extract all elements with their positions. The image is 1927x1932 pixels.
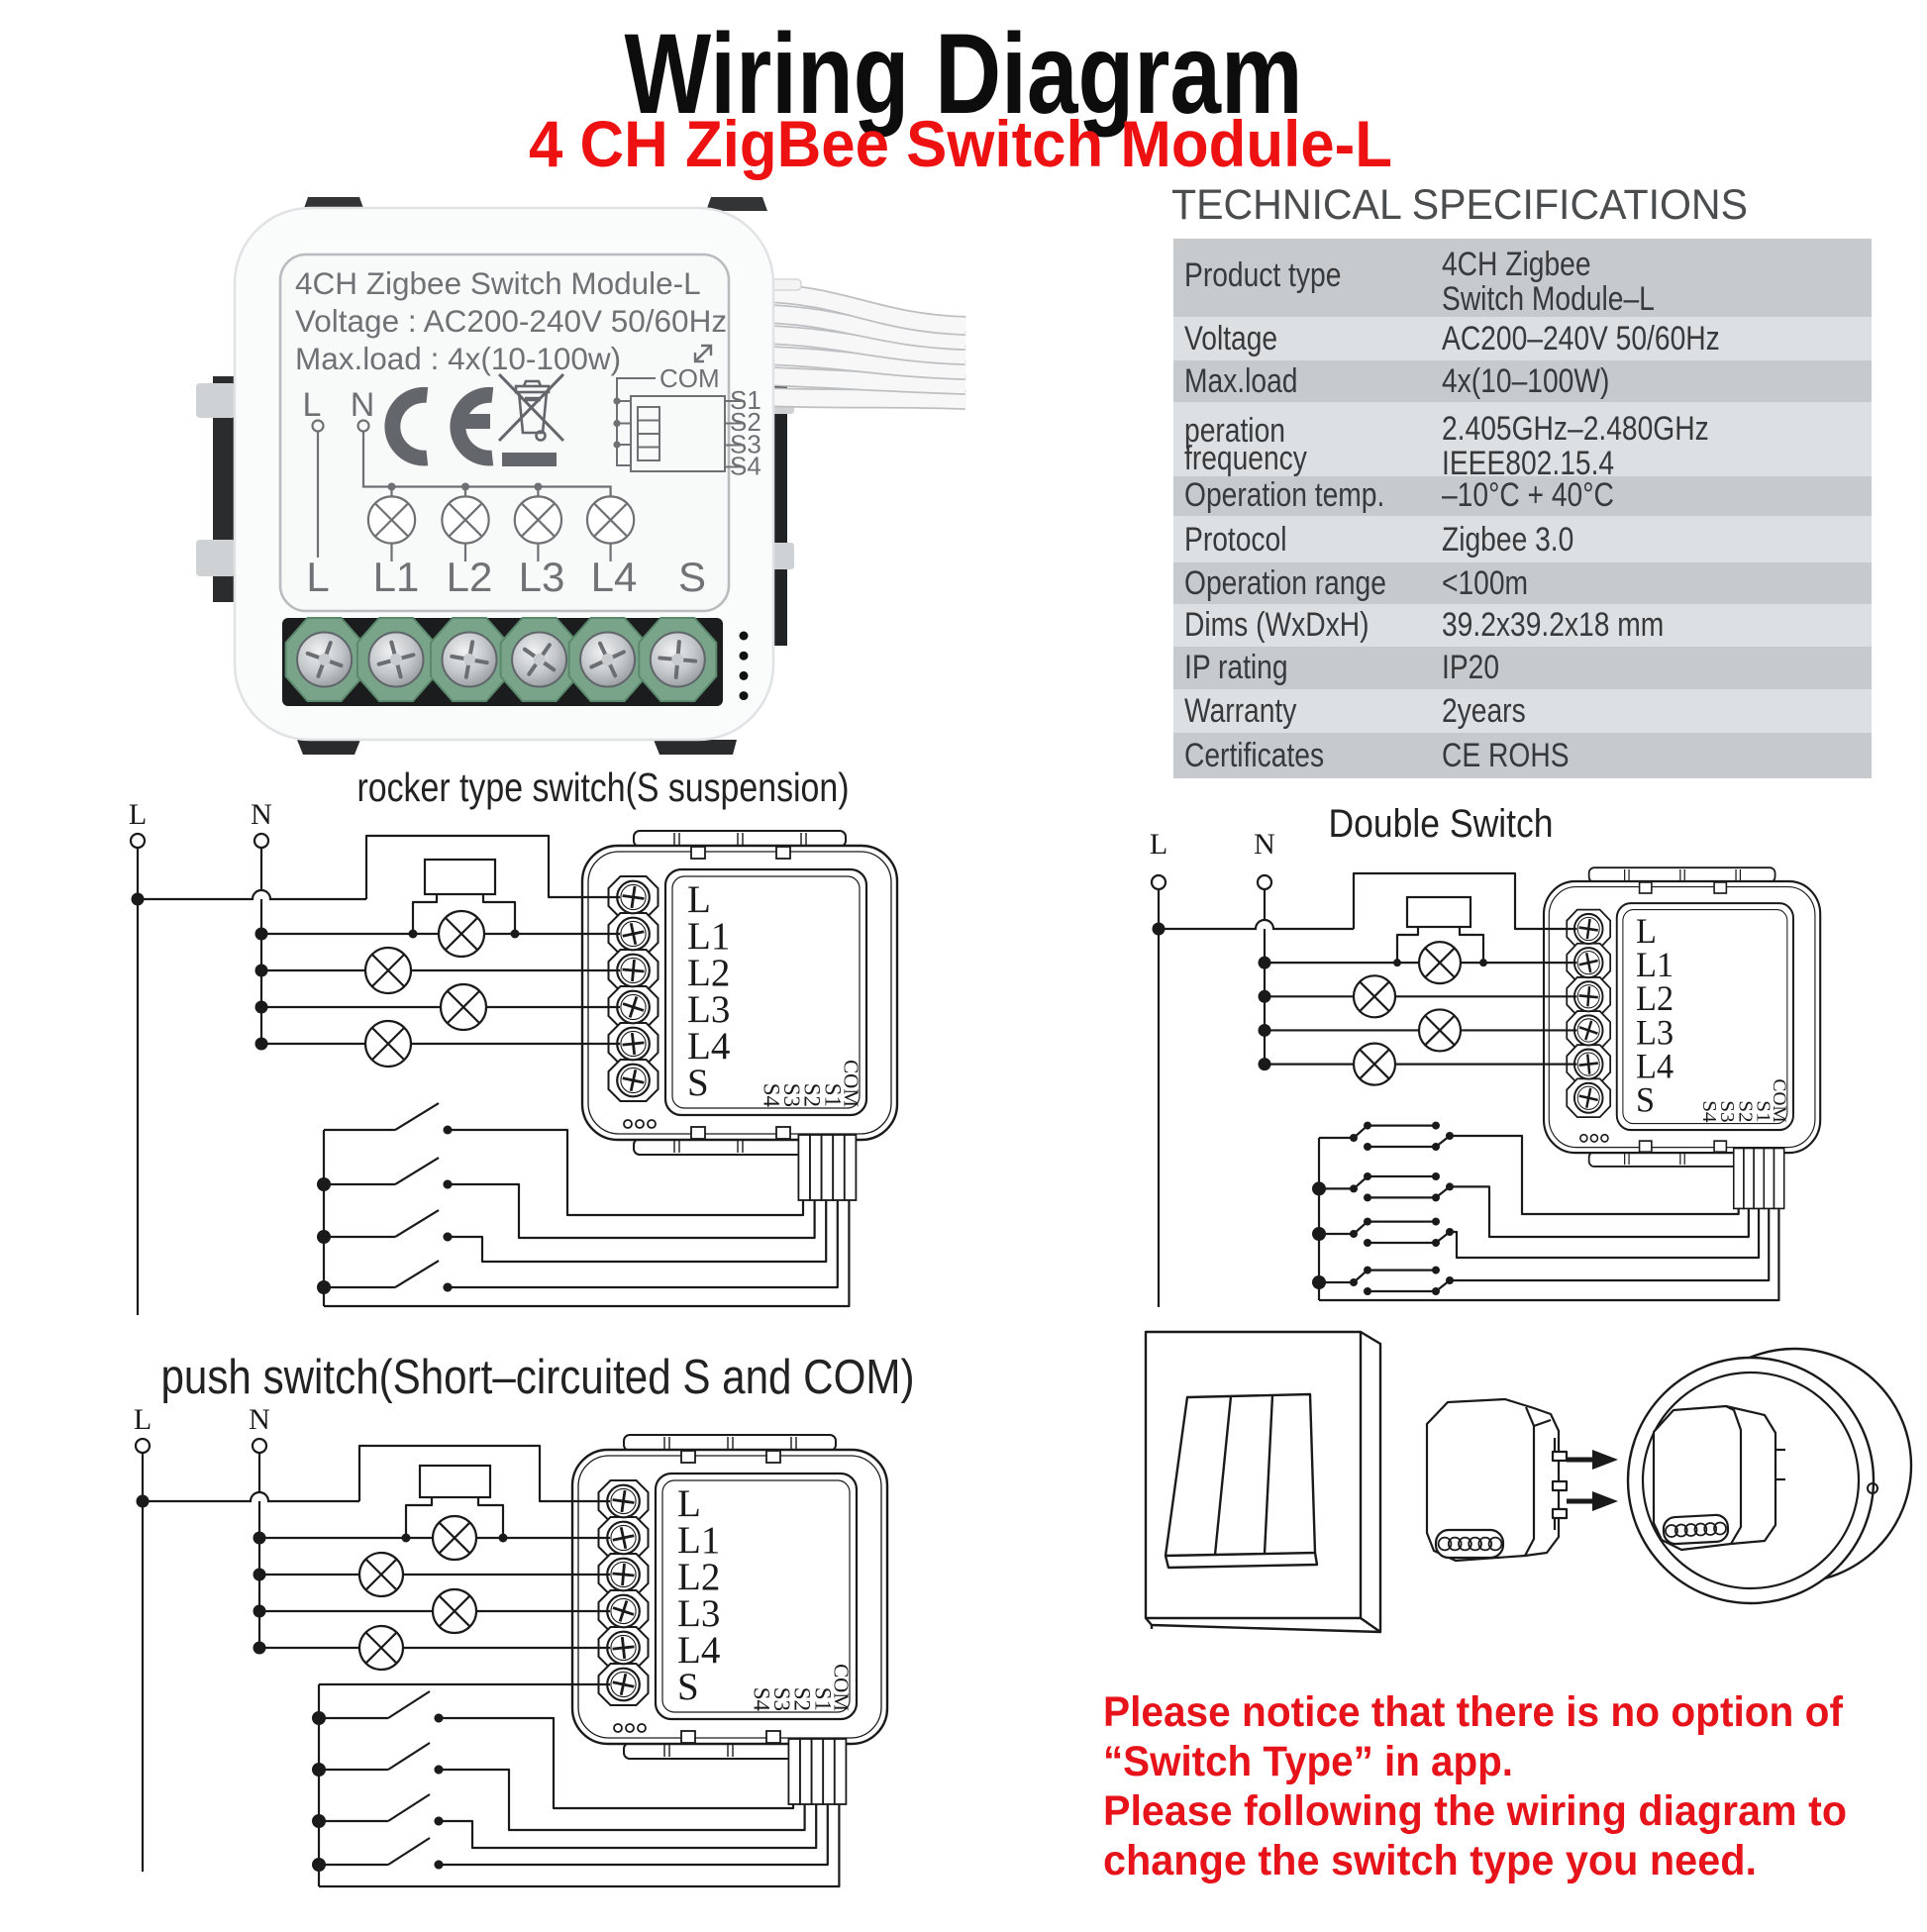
svg-text:S4: S4 [730, 452, 761, 481]
svg-text:rocker type switch(S suspensio: rocker type switch(S suspension) [357, 764, 850, 810]
svg-text:S2: S2 [730, 407, 761, 437]
svg-text:S: S [678, 554, 706, 600]
svg-text:L1: L1 [373, 554, 420, 600]
svg-text:L: L [1150, 828, 1167, 861]
svg-text:2years: 2years [1442, 692, 1526, 730]
svg-text:S1: S1 [730, 385, 761, 415]
svg-text:TECHNICAL SPECIFICATIONS: TECHNICAL SPECIFICATIONS [1171, 181, 1748, 229]
svg-text:L2: L2 [447, 554, 493, 600]
svg-text:L: L [134, 1403, 152, 1436]
svg-text:IEEE802.15.4: IEEE802.15.4 [1442, 445, 1614, 482]
svg-text:Warranty: Warranty [1184, 692, 1297, 730]
svg-text:Certificates: Certificates [1184, 737, 1324, 774]
svg-text:Max.load: Max.load [1184, 362, 1297, 400]
svg-text:L: L [129, 798, 147, 831]
svg-text:frequency: frequency [1184, 440, 1307, 477]
svg-text:<100m: <100m [1442, 564, 1528, 602]
svg-text:L: L [306, 554, 329, 600]
svg-text:L3: L3 [519, 554, 565, 600]
svg-text:2.405GHz–2.480GHz: 2.405GHz–2.480GHz [1442, 410, 1709, 448]
svg-text:AC200–240V 50/60Hz: AC200–240V 50/60Hz [1442, 320, 1720, 357]
svg-text:push switch(Short–circuited S: push switch(Short–circuited S and COM) [161, 1351, 915, 1404]
svg-text:IP rating: IP rating [1184, 649, 1288, 686]
svg-text:change the switch type you nee: change the switch type you need. [1103, 1837, 1757, 1884]
svg-text:Please following the wiring di: Please following the wiring diagram to [1103, 1787, 1847, 1835]
svg-text:–10°C + 40°C: –10°C + 40°C [1442, 476, 1614, 514]
svg-text:Double Switch: Double Switch [1329, 802, 1554, 846]
svg-text:“Switch Type” in app.: “Switch Type” in app. [1103, 1738, 1513, 1785]
svg-text:N: N [251, 798, 272, 831]
svg-text:Wiring Diagram: Wiring Diagram [625, 11, 1303, 138]
svg-text:4x(10–100W): 4x(10–100W) [1442, 362, 1609, 400]
svg-text:N: N [249, 1403, 270, 1436]
svg-text:IP20: IP20 [1442, 649, 1499, 686]
svg-text:peration: peration [1184, 412, 1285, 450]
svg-text:Switch Module–L: Switch Module–L [1442, 280, 1655, 318]
svg-text:COM: COM [659, 363, 720, 393]
svg-text:CE ROHS: CE ROHS [1442, 737, 1570, 774]
svg-text:Voltage : AC200-240V 50/60Hz: Voltage : AC200-240V 50/60Hz [295, 303, 727, 339]
svg-text:Zigbee 3.0: Zigbee 3.0 [1442, 521, 1573, 559]
svg-text:4CH Zigbee Switch Module-L: 4CH Zigbee Switch Module-L [295, 265, 701, 301]
svg-text:Please notice that there is no: Please notice that there is no option of [1103, 1688, 1844, 1736]
svg-text:Dims (WxDxH): Dims (WxDxH) [1184, 606, 1369, 644]
svg-text:N: N [351, 386, 375, 424]
svg-text:Voltage: Voltage [1184, 320, 1277, 357]
svg-text:L4: L4 [591, 554, 638, 600]
svg-text:Protocol: Protocol [1184, 521, 1287, 559]
svg-text:L: L [303, 386, 322, 424]
svg-text:4CH Zigbee: 4CH Zigbee [1442, 246, 1591, 283]
svg-text:Operation temp.: Operation temp. [1184, 476, 1384, 514]
svg-text:Operation range: Operation range [1184, 564, 1386, 602]
svg-text:Max.load : 4x(10-100w): Max.load : 4x(10-100w) [295, 341, 621, 376]
svg-text:Product type: Product type [1184, 256, 1341, 294]
svg-text:4 CH ZigBee Switch Module-L: 4 CH ZigBee Switch Module-L [529, 107, 1392, 180]
svg-text:39.2x39.2x18 mm: 39.2x39.2x18 mm [1442, 606, 1664, 644]
svg-text:S3: S3 [730, 429, 761, 458]
svg-text:N: N [1254, 828, 1275, 861]
